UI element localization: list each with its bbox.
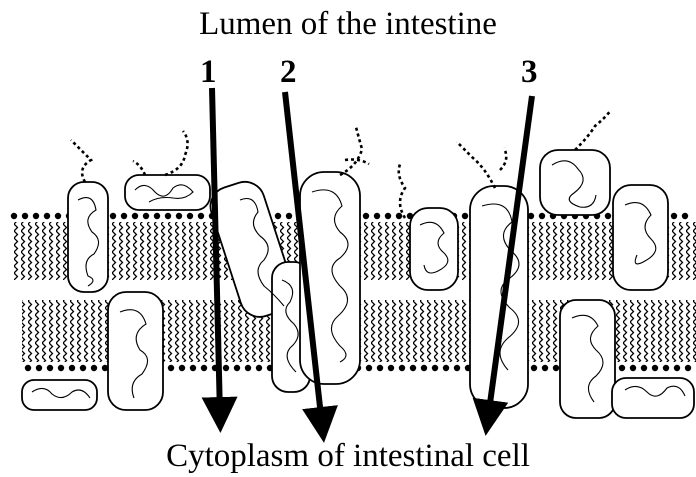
lipid-head [190,365,196,371]
lipid-head [410,365,416,371]
lipid-head [187,213,193,219]
lipid-head [671,213,677,219]
lipid-head [154,213,160,219]
lipid-head [399,365,405,371]
lipid-head [165,213,171,219]
lipid-head [374,213,380,219]
protein-12 [612,378,694,418]
lipid-head [44,213,50,219]
lipid-head [91,365,97,371]
lipid-head [674,365,680,371]
lipid-head [176,213,182,219]
lipid-head [539,213,545,219]
cytoplasm-label: Cytoplasm of intestinal cell [0,440,696,473]
lipid-head [685,365,691,371]
lipid-head [286,213,292,219]
lipid-head [443,365,449,371]
lipid-head [25,365,31,371]
lipid-head [168,365,174,371]
lipid-head [542,365,548,371]
lipid-head [462,213,468,219]
protein-7 [410,208,458,290]
lipid-head [245,365,251,371]
lipid-head [121,213,127,219]
lipid-head [682,213,688,219]
lipid-head [223,365,229,371]
protein-11 [560,300,615,418]
lipid-head [80,365,86,371]
lipid-head [553,365,559,371]
lipid-head [363,213,369,219]
lipid-head [143,213,149,219]
lipid-head [36,365,42,371]
lipid-head [55,213,61,219]
lipid-head [198,213,204,219]
lipid-head [641,365,647,371]
lipid-head [619,365,625,371]
lipid-head [454,365,460,371]
lipid-head [396,213,402,219]
lipid-head [275,213,281,219]
lipid-head [179,365,185,371]
protein-10 [613,185,668,290]
lipid-head [432,365,438,371]
lipid-head [110,213,116,219]
protein-8 [470,186,528,408]
lipid-head [531,365,537,371]
lipid-head [421,365,427,371]
protein-6 [300,172,360,384]
lipid-head [630,365,636,371]
lipid-head [366,365,372,371]
protein-3 [108,292,163,410]
protein-13 [22,380,97,410]
lipid-head [22,213,28,219]
lipid-head [385,213,391,219]
lipid-head [652,365,658,371]
lipid-head [663,365,669,371]
lipid-head [11,213,17,219]
lipid-head [377,365,383,371]
lipid-head [256,365,262,371]
lipid-head [605,213,611,219]
lipid-head [33,213,39,219]
lipid-head [234,365,240,371]
lipid-head [388,365,394,371]
lipid-head [58,365,64,371]
lipid-head [201,365,207,371]
lipid-head [132,213,138,219]
lipid-head [47,365,53,371]
lipid-head [69,365,75,371]
protein-2 [125,175,210,210]
